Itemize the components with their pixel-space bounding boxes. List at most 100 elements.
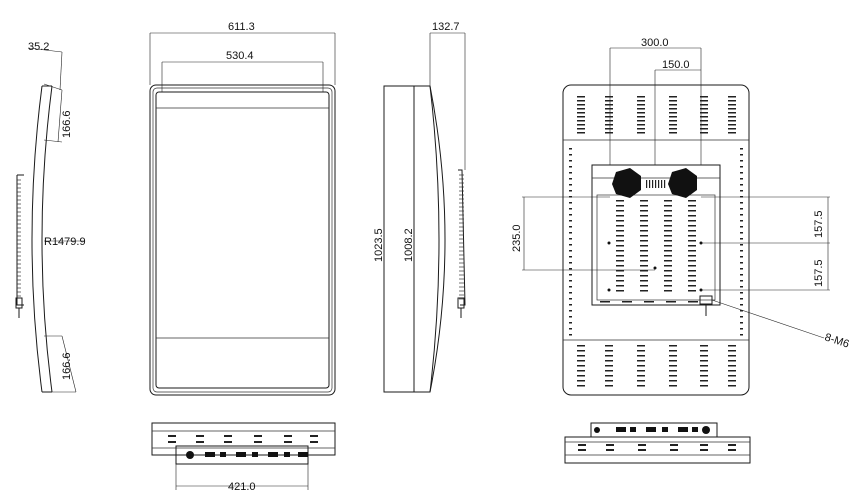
vent-slot: [664, 285, 672, 287]
vent-slot: [740, 208, 743, 210]
vent-slot: [616, 210, 624, 212]
vent-slot: [664, 205, 672, 207]
vent-slot: [605, 350, 613, 352]
vent-slot: [700, 355, 708, 357]
vent-slot: [640, 220, 648, 222]
vent-slot: [740, 184, 743, 186]
vent-slot: [669, 96, 677, 98]
vent-slot: [669, 116, 677, 118]
io-port: [630, 427, 636, 432]
vent-slot: [669, 104, 677, 106]
vent-slot: [740, 190, 743, 192]
vent-slot: [664, 250, 672, 252]
vent-slot: [622, 301, 632, 303]
vent-slot: [640, 285, 648, 287]
vent-slot: [664, 270, 672, 272]
vent-slot: [638, 444, 646, 446]
vent-slot: [655, 180, 657, 188]
vent-slot: [616, 220, 624, 222]
vent-slot: [669, 355, 677, 357]
left-curved-profile-view: [15, 47, 85, 393]
vent-slot: [640, 225, 648, 227]
vent-slot: [569, 280, 572, 282]
vent-slot: [577, 355, 585, 357]
dim-inner-height: 1008.2: [403, 228, 415, 262]
vent-slot: [569, 190, 572, 192]
vent-slot: [728, 365, 736, 367]
vent-slot: [637, 96, 645, 98]
vent-slot: [700, 120, 708, 122]
vent-slot: [254, 441, 262, 443]
vent-slot: [740, 232, 743, 234]
vent-slot: [669, 365, 677, 367]
vent-slot: [700, 380, 708, 382]
vent-slot: [688, 270, 696, 272]
io-port: [692, 427, 698, 432]
vent-slot: [700, 124, 708, 126]
vent-slot: [664, 265, 672, 267]
vent-slot: [740, 322, 743, 324]
vent-slot: [640, 215, 648, 217]
vent-slot: [569, 298, 572, 300]
vent-slot: [640, 240, 648, 242]
vent-slot: [569, 316, 572, 318]
vent-slot: [605, 370, 613, 372]
dim-radius: R1479.9: [44, 236, 86, 248]
vent-slot: [569, 310, 572, 312]
vent-slot: [616, 240, 624, 242]
vent-slot: [728, 444, 736, 446]
vent-slot: [600, 301, 610, 303]
vent-slot: [664, 255, 672, 257]
vent-slot: [740, 274, 743, 276]
vent-slot: [740, 316, 743, 318]
vent-slot: [664, 220, 672, 222]
io-port: [616, 427, 626, 432]
vent-slot: [670, 449, 678, 451]
vent-slot: [605, 108, 613, 110]
bottom-view-front: [151, 422, 336, 490]
dim-curve-upper: 166.6: [61, 110, 73, 138]
vent-slot: [664, 235, 672, 237]
vent-slot: [577, 370, 585, 372]
vent-slot: [740, 238, 743, 240]
dim-mount-screw: 8-M6: [823, 331, 851, 350]
vent-slot: [637, 104, 645, 106]
vent-slot: [740, 334, 743, 336]
vent-slot: [700, 360, 708, 362]
vent-slot: [740, 298, 743, 300]
io-port: [298, 452, 308, 457]
vent-slot: [664, 280, 672, 282]
vent-slot: [700, 132, 708, 134]
vent-slot: [605, 355, 613, 357]
io-port: [268, 452, 278, 457]
vent-slot: [728, 112, 736, 114]
vent-slot: [577, 96, 585, 98]
vent-slot: [569, 286, 572, 288]
vent-slot: [616, 255, 624, 257]
io-port: [252, 452, 258, 457]
vent-slot: [616, 235, 624, 237]
vent-slot: [700, 112, 708, 114]
vent-slot: [688, 275, 696, 277]
vent-slot: [688, 260, 696, 262]
vent-slot: [649, 180, 651, 188]
dim-mount-upper: 157.5: [813, 210, 825, 238]
vent-slot: [637, 128, 645, 130]
vent-slot: [728, 108, 736, 110]
vent-slot: [669, 120, 677, 122]
vent-slot: [569, 304, 572, 306]
vent-slot: [606, 444, 614, 446]
vent-slot: [740, 304, 743, 306]
io-port: [678, 427, 688, 432]
vent-slot: [577, 385, 585, 387]
vent-slot: [661, 180, 663, 188]
vent-slot: [640, 265, 648, 267]
vent-slot: [688, 205, 696, 207]
vent-slot: [569, 172, 572, 174]
vent-slot: [640, 200, 648, 202]
side-profile-view: [383, 32, 466, 393]
vent-slot: [644, 301, 654, 303]
vent-slot: [669, 380, 677, 382]
front-view: [149, 32, 336, 396]
vent-slot: [616, 280, 624, 282]
